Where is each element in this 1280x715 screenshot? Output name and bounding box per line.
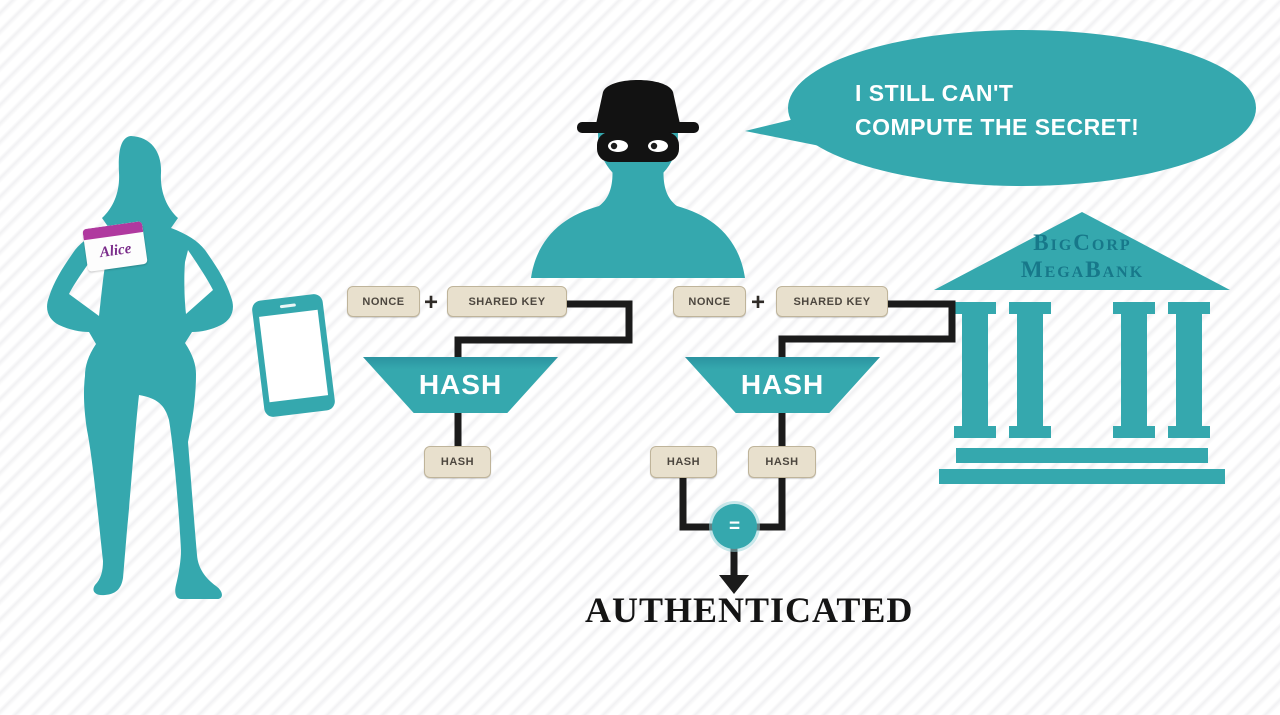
connector-alice-key-to-funnel xyxy=(454,300,633,360)
bank-column xyxy=(1009,302,1051,438)
computed-hash-box: HASH xyxy=(748,446,816,478)
authenticated-label: AUTHENTICATED xyxy=(585,590,914,630)
fedora-hat-icon xyxy=(596,80,680,124)
bank-icon xyxy=(934,212,1230,484)
bank-step-lower xyxy=(939,469,1225,484)
plus-sign-alice: + xyxy=(424,289,439,316)
bank-name-line-2: MegaBank xyxy=(1020,257,1145,282)
bank-column xyxy=(954,302,996,438)
hash-output-box-alice: HASH xyxy=(424,446,491,478)
nonce-box-bank: NONCE xyxy=(673,286,746,317)
shared-key-box-alice: SHARED KEY xyxy=(447,286,567,317)
nonce-box-alice: NONCE xyxy=(347,286,420,317)
bank-name: BigCorp MegaBank xyxy=(955,229,1210,283)
hacker-pupil-left xyxy=(610,142,618,150)
bank-step-upper xyxy=(956,448,1208,463)
bank-roof xyxy=(934,212,1230,290)
received-hash-box: HASH xyxy=(650,446,717,478)
hacker-silhouette xyxy=(531,80,745,278)
equals-symbol: = xyxy=(728,515,741,537)
bubble-line-1: I STILL CAN'T xyxy=(855,80,1014,106)
bank-columns xyxy=(954,302,1210,438)
shared-key-box-bank: SHARED KEY xyxy=(776,286,888,317)
bank-column xyxy=(1113,302,1155,438)
hacker-bust xyxy=(531,164,745,278)
equals-circle: = xyxy=(712,504,757,549)
connector-computed-hash-to-equals xyxy=(754,478,786,531)
connector-bank-key-to-funnel xyxy=(778,300,956,360)
fedora-brim xyxy=(577,122,699,133)
down-arrow-icon xyxy=(719,575,749,594)
eye-mask-icon xyxy=(597,132,679,162)
bubble-line-2: COMPUTE THE SECRET! xyxy=(855,114,1140,140)
connector-received-hash-to-equals xyxy=(679,478,716,531)
bank-name-line-1: BigCorp xyxy=(1033,230,1132,255)
speech-bubble: I STILL CAN'T COMPUTE THE SECRET! xyxy=(788,30,1256,186)
plus-sign-bank: + xyxy=(751,289,766,316)
bank-column xyxy=(1168,302,1210,438)
hacker-pupil-right xyxy=(650,142,658,150)
